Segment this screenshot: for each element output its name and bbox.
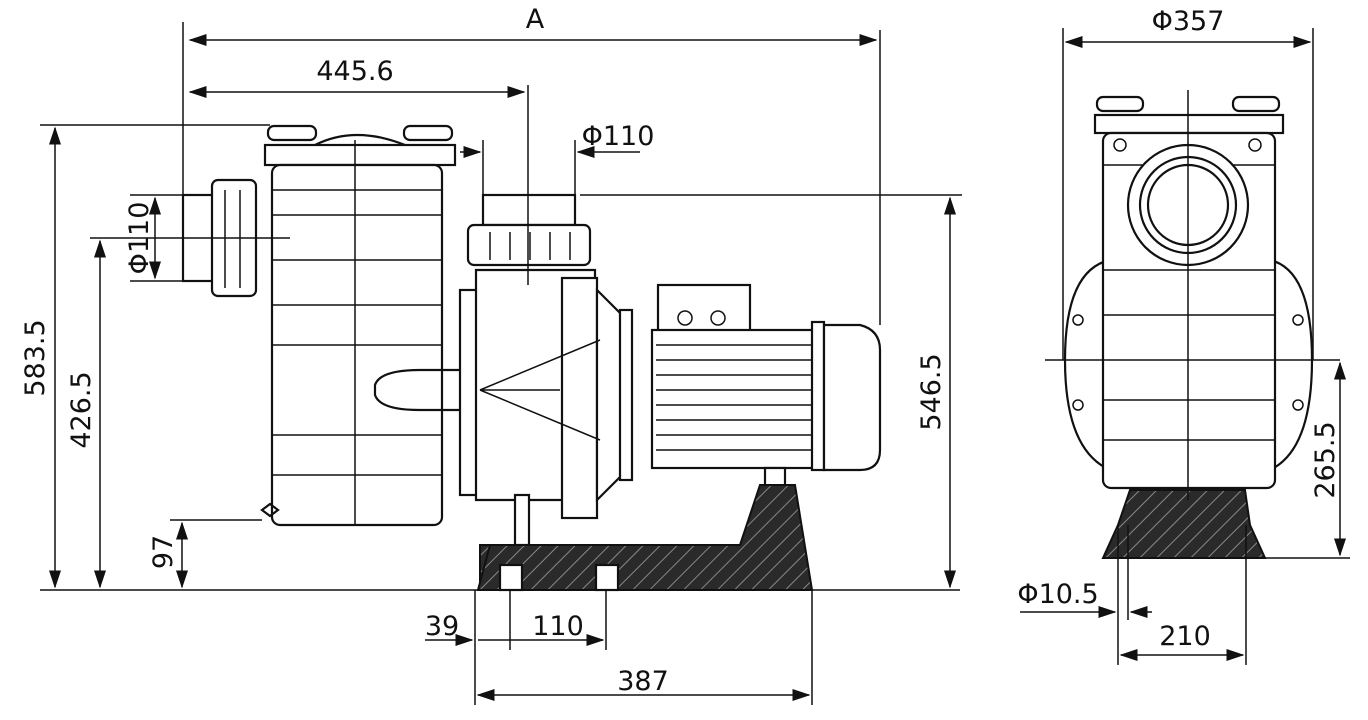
dim-base-width: 210	[1159, 621, 1211, 652]
dim-inlet-to-outlet: 445.6	[316, 56, 393, 87]
side-view: A 445.6 Φ110 Φ110 583.5 426.5 97 546.5 3…	[20, 4, 962, 705]
front-view: Φ357 265.5 Φ10.5 210	[1017, 6, 1350, 665]
dim-overall-length: A	[526, 4, 545, 35]
dim-base-length: 387	[617, 666, 669, 697]
dim-foot-offset: 39	[425, 611, 459, 642]
dim-outlet-diameter: Φ110	[582, 121, 655, 152]
dim-total-height: 583.5	[20, 319, 51, 396]
dim-drain-height: 97	[148, 535, 179, 569]
side-dimension-lines	[40, 22, 962, 705]
motor	[650, 283, 882, 490]
strainer-housing	[181, 124, 472, 527]
pump-volute	[458, 193, 634, 547]
dim-inlet-diameter: Φ110	[124, 202, 155, 275]
dim-outlet-height: 546.5	[916, 353, 947, 430]
pump-base	[476, 484, 814, 592]
dim-width-diameter: Φ357	[1152, 6, 1225, 37]
dim-bolt-hole-diameter: Φ10.5	[1017, 579, 1098, 610]
dim-inlet-height: 426.5	[66, 371, 97, 448]
dim-foot-hole-spacing: 110	[532, 611, 584, 642]
dim-axis-height: 265.5	[1310, 421, 1341, 498]
